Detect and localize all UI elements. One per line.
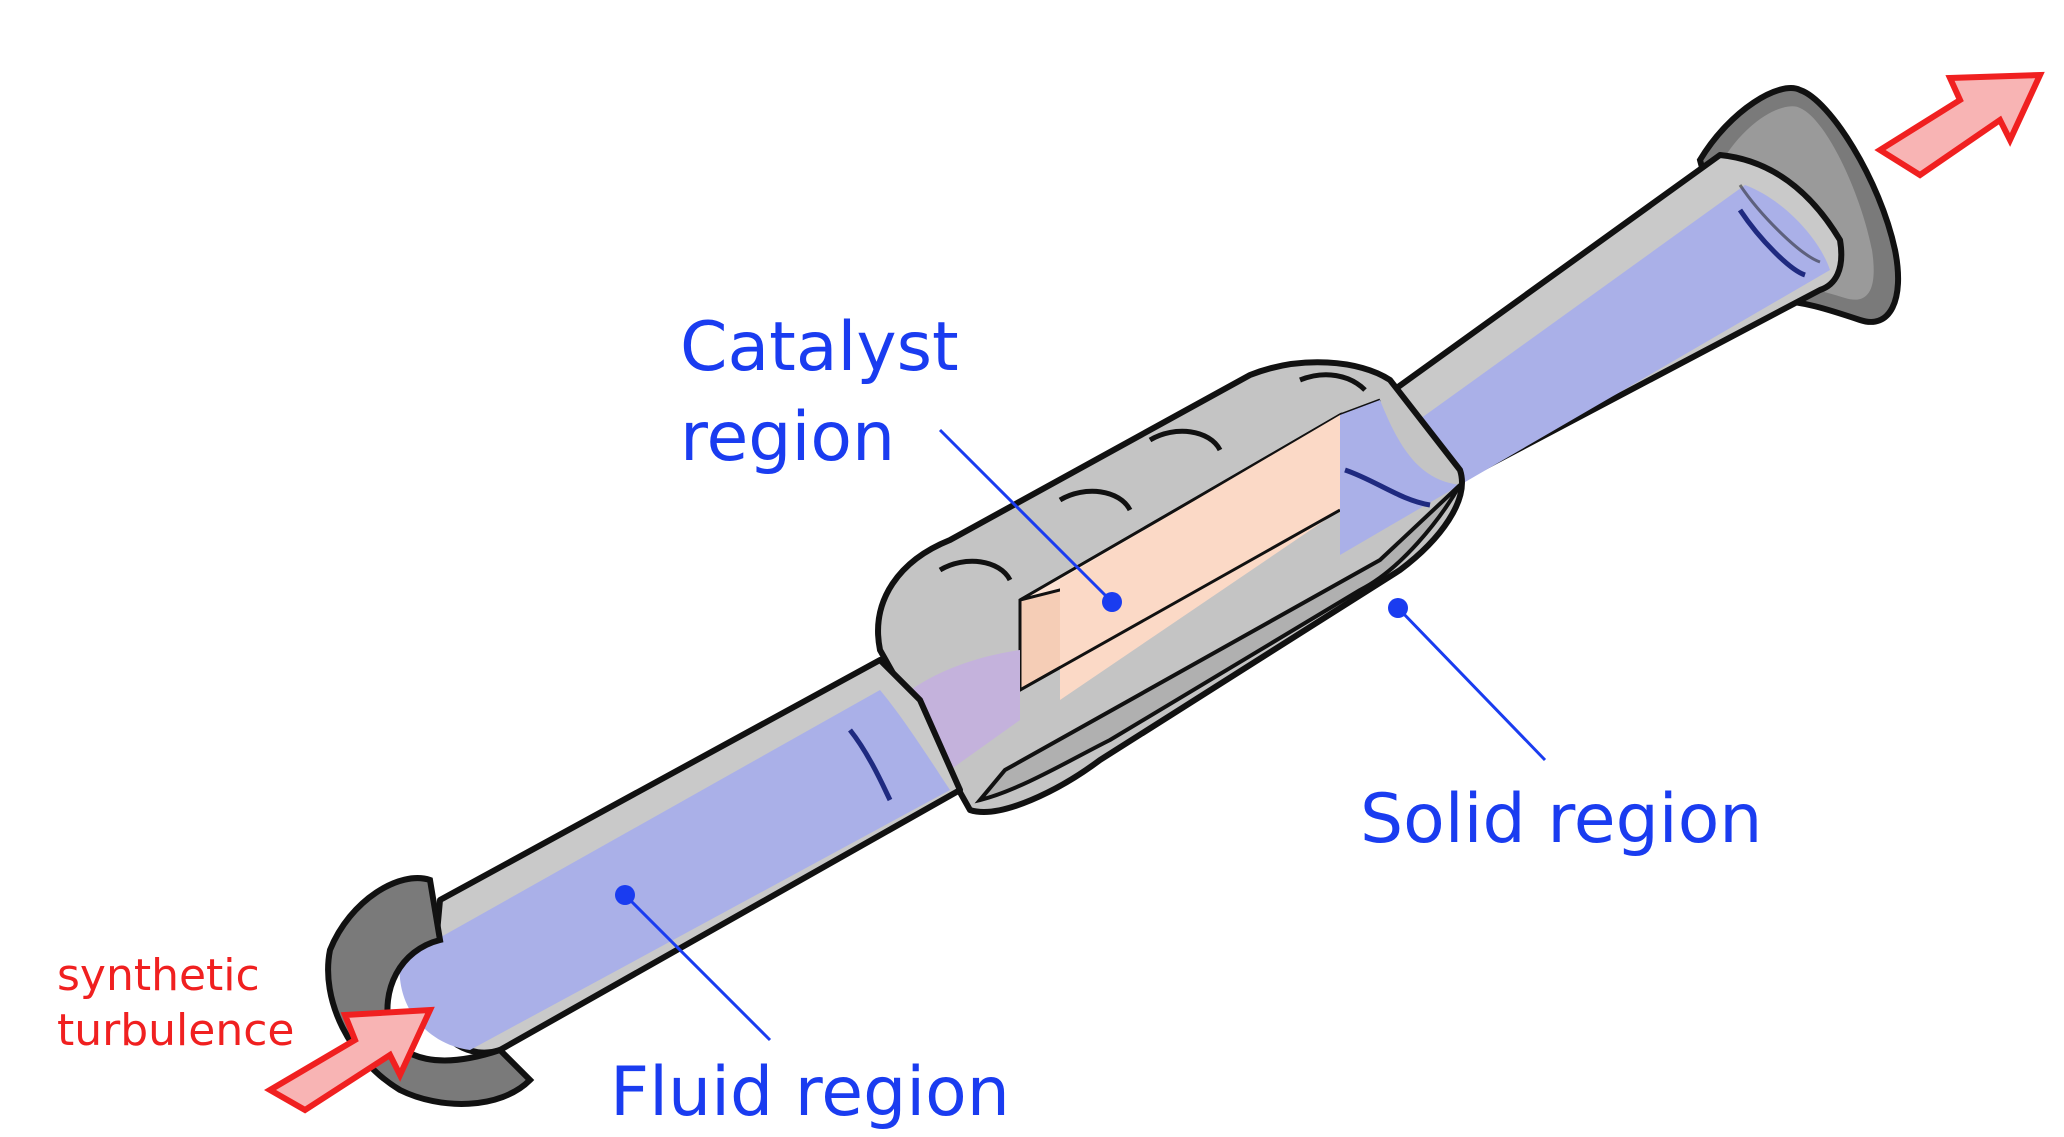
inlet-pipe [399,657,963,1056]
catalyst-leader [938,428,1122,612]
solid-leader [1388,598,1547,762]
catalyst-label-line2: region [680,398,895,477]
fluid-region-housing [880,400,1462,804]
inlet-flow-arrow [264,1006,435,1114]
fluid-leader [615,885,772,1042]
catalyst-label-line1: Catalyst [680,308,959,387]
turbulence-label: turbulence [57,1005,295,1056]
outlet-flow-arrow [1874,71,2045,179]
fluid-region-label: Fluid region [610,1053,1010,1132]
solid-region-label: Solid region [1360,780,1762,859]
synthetic-label: synthetic [57,950,260,1001]
outlet-pipe [1370,152,1845,485]
